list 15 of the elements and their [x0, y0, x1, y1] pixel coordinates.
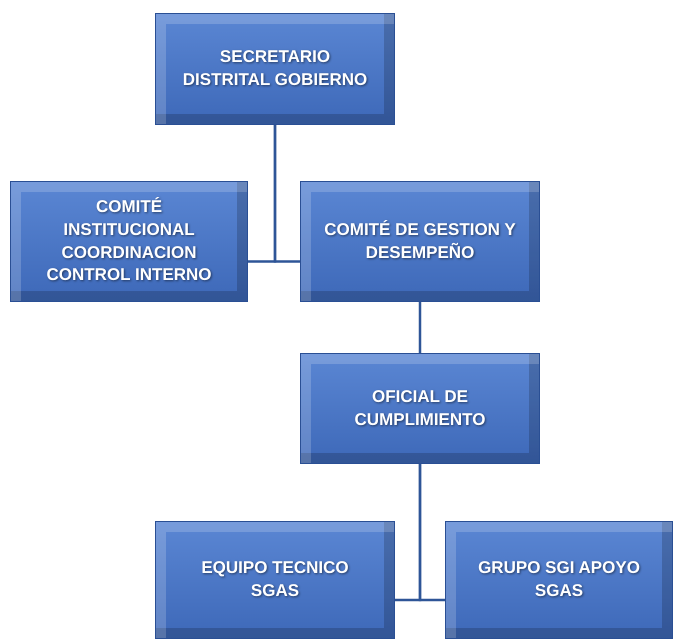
box-title: EQUIPO TECNICO SGAS	[200, 557, 350, 602]
box-title: SECRETARIO DISTRITAL GOBIERNO	[182, 46, 368, 91]
box-title: COMITÉ INSTITUCIONAL COORDINACION CONTROL INTERNO	[46, 196, 212, 286]
org-box	[300, 353, 540, 464]
org-box	[300, 181, 540, 302]
org-box	[155, 13, 395, 125]
box-title: OFICIAL DE CUMPLIMIENTO	[354, 386, 486, 430]
box-title: GRUPO SGI APOYO SGAS	[477, 557, 641, 602]
box-title: COMITÉ DE GESTION Y DESEMPEÑO	[323, 218, 517, 264]
connector-line	[418, 302, 422, 353]
connector-line	[274, 125, 300, 263]
org-box	[445, 521, 673, 639]
org-box	[155, 521, 395, 639]
org-box	[10, 181, 248, 302]
connector-line	[418, 464, 445, 602]
